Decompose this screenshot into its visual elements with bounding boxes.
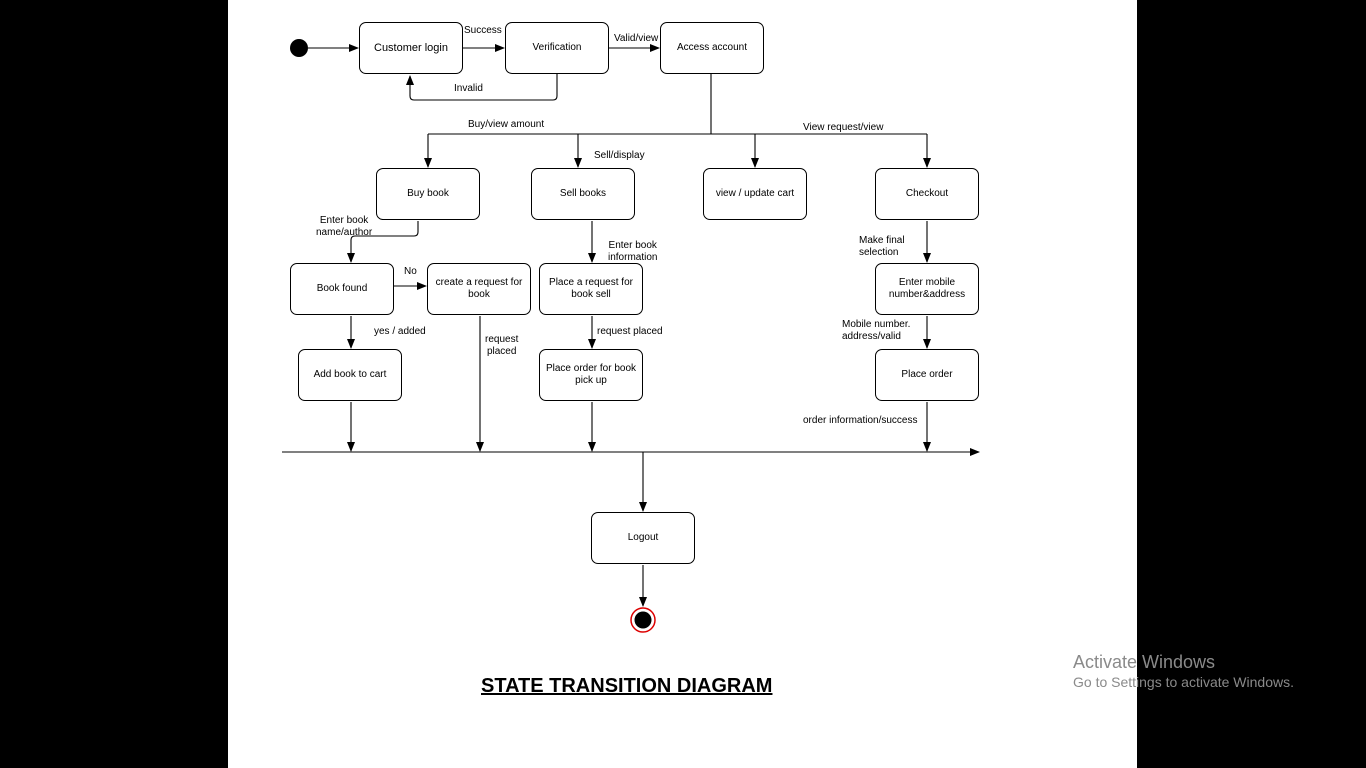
- label-line-2: information: [608, 252, 658, 263]
- state-label: Book found: [316, 283, 368, 294]
- label-line-1: Make final: [859, 235, 905, 246]
- state-label-line-1: Place order for book: [545, 363, 637, 374]
- state-label: Sell books: [559, 188, 607, 199]
- label-line-2: address/valid: [842, 331, 901, 342]
- state-book-found: Book found: [290, 263, 394, 315]
- label-line-2: selection: [859, 247, 899, 258]
- transition-yes-added: yes / added: [374, 326, 426, 337]
- diagram-page: Customer login Verification Access accou…: [228, 0, 1137, 768]
- transition-buy-view-amount: Buy/view amount: [468, 119, 545, 130]
- state-verification: Verification: [505, 22, 609, 74]
- watermark-subtitle: Go to Settings to activate Windows.: [1073, 674, 1294, 690]
- state-label-line-1: create a request for: [435, 277, 523, 288]
- state-label: view / update cart: [715, 188, 795, 199]
- state-label: Access account: [676, 42, 748, 53]
- state-label-line-2: number&address: [888, 289, 966, 300]
- state-label-line-2: book sell: [571, 289, 611, 300]
- state-label: Checkout: [905, 188, 949, 199]
- state-sell-books: Sell books: [531, 168, 635, 220]
- state-label-line-2: pick up: [575, 375, 607, 386]
- state-label-line-1: Place a request for: [549, 277, 633, 288]
- diagram-connectors: [282, 39, 980, 633]
- state-label: Add book to cart: [313, 369, 387, 380]
- state-customer-login: Customer login: [359, 22, 463, 74]
- transition-view-request-view: View request/view: [803, 122, 884, 133]
- transition-sell-display: Sell/display: [594, 150, 645, 161]
- state-label-line-2: book: [468, 289, 490, 300]
- activate-windows-watermark: Activate Windows Go to Settings to activ…: [1073, 651, 1294, 691]
- transition-mobile-valid: Mobile number. address/valid: [842, 319, 910, 343]
- state-checkout: Checkout: [875, 168, 979, 220]
- transition-order-info-success: order information/success: [803, 415, 918, 426]
- state-access-account: Access account: [660, 22, 764, 74]
- label-line-1: Enter book: [608, 240, 657, 251]
- transition-enter-book-info: Enter book information: [608, 240, 657, 264]
- label-line-2: name/author: [316, 227, 373, 238]
- state-buy-book: Buy book: [376, 168, 480, 220]
- transition-enter-book-name: Enter book name/author: [316, 215, 372, 239]
- state-logout: Logout: [591, 512, 695, 564]
- transition-make-final-selection: Make final selection: [859, 235, 905, 259]
- transition-request-placed-stack: request placed: [485, 334, 518, 358]
- transition-valid-view: Valid/view: [614, 33, 659, 44]
- state-place-order: Place order: [875, 349, 979, 401]
- state-label: Verification: [532, 42, 582, 53]
- state-label: Buy book: [407, 188, 449, 199]
- watermark-title: Activate Windows: [1073, 652, 1216, 672]
- transition-request-placed: request placed: [597, 326, 663, 337]
- state-add-to-cart: Add book to cart: [298, 349, 402, 401]
- transition-invalid: Invalid: [454, 83, 483, 94]
- label-line-2: placed: [486, 346, 517, 357]
- state-label: Logout: [627, 532, 659, 543]
- diagram-title: STATE TRANSITION DIAGRAM: [481, 675, 773, 697]
- state-label: Customer login: [374, 42, 448, 54]
- state-label-line-1: Enter mobile: [898, 277, 956, 288]
- label-line-1: request: [485, 334, 519, 345]
- transition-success: Success: [464, 25, 502, 36]
- state-view-update-cart: view / update cart: [703, 168, 807, 220]
- state-label: Place order: [901, 369, 953, 380]
- label-line-1: Enter book: [319, 215, 369, 226]
- initial-state: [290, 39, 308, 57]
- label-line-1: Mobile number.: [842, 319, 911, 330]
- transition-no: No: [404, 266, 417, 277]
